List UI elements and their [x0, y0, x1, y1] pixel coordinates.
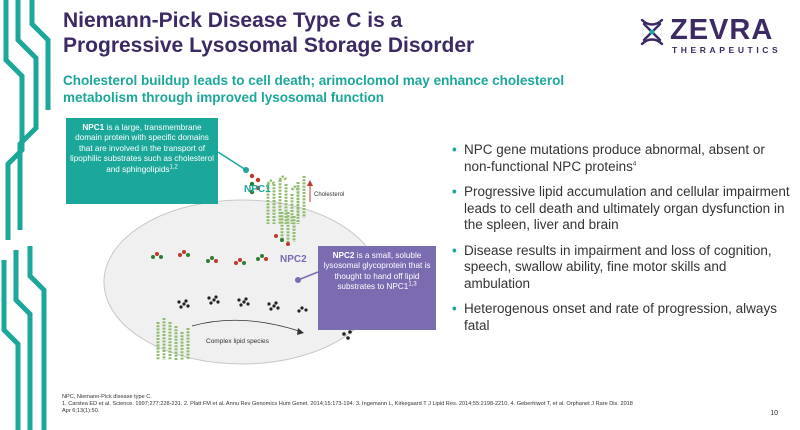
cholesterol-arrow-head [307, 180, 313, 186]
footnote-refs-line-1: 1. Carstea ED et al. Science. 1997;277:2… [62, 401, 633, 407]
label-npc2: NPC2 [280, 254, 307, 265]
bottom-membrane-protein [156, 318, 190, 360]
label-npc1: NPC1 [244, 184, 271, 195]
npc1-protein [266, 175, 306, 224]
side-decoration [1, 0, 51, 430]
bullet-text: NPC gene mutations produce abnormal, abs… [464, 142, 765, 174]
slide-title: Niemann-Pick Disease Type C is a Progres… [63, 8, 583, 58]
subtitle-line-1: Cholesterol buildup leads to cell death;… [63, 73, 565, 88]
bullet-text: Heterogenous onset and rate of progressi… [464, 301, 777, 333]
npc1-info-box: NPC1 is a large, transmembrane domain pr… [66, 118, 218, 204]
npc1-box-text: is a large, transmembrane domain protein… [70, 123, 214, 174]
bullet-text: Disease results in impairment and loss o… [464, 242, 772, 291]
npc2-info-box: NPC2 is a small, soluble lysosomal glyco… [318, 246, 436, 330]
slide-subtitle: Cholesterol buildup leads to cell death;… [63, 72, 663, 106]
npc2-box-text: is a small, soluble lysosomal glycoprote… [323, 251, 431, 292]
bullet-list: NPC gene mutations produce abnormal, abs… [452, 142, 792, 343]
npc1-connector-dot [243, 167, 249, 173]
npc2-protein-area [280, 212, 296, 242]
cell-diagram: NPC1 Cholesterol NPC2 [103, 151, 381, 365]
npc1-box-ref: 1,2 [169, 163, 178, 170]
zevra-logo-mark-icon [640, 18, 664, 46]
bullet-item: Heterogenous onset and rate of progressi… [452, 301, 792, 334]
npc1-box-bold: NPC1 [82, 123, 105, 132]
footnotes: NPC, Niemann-Pick disease type C. 1. Car… [62, 394, 762, 415]
npc2-connector-line [297, 271, 319, 281]
complex-lipid-arrow [191, 319, 303, 333]
label-cholesterol: Cholesterol [314, 192, 344, 198]
npc2-box-ref: 1,3 [408, 281, 417, 288]
page-number: 10 [770, 410, 778, 417]
bullet-ref: 4 [632, 161, 637, 167]
npc1-connector-line [217, 151, 247, 171]
logo-wordmark: ZEVRA [670, 14, 774, 46]
exiting-lipids [342, 330, 352, 340]
label-complex-lipid: Complex lipid species [206, 338, 270, 345]
npc2-box-bold: NPC2 [332, 251, 355, 260]
zevra-logo: ZEVRA THERAPEUTICS [636, 14, 778, 58]
title-line-2: Progressive Lysosomal Storage Disorder [63, 34, 475, 57]
lipid-clusters-row2 [177, 295, 308, 313]
npc2-connector-dot [295, 277, 301, 283]
npc2-cluster [274, 234, 290, 246]
bullet-item: Progressive lipid accumulation and cellu… [452, 184, 792, 234]
complex-lipid-arrow-head [297, 328, 304, 335]
title-line-1: Niemann-Pick Disease Type C is a [63, 9, 403, 32]
footnote-refs-line-2: Apr 6;13(1):50. [62, 408, 100, 414]
bullet-item: NPC gene mutations produce abnormal, abs… [452, 142, 792, 175]
lipid-clusters-row1 [151, 250, 268, 265]
bullet-text: Progressive lipid accumulation and cellu… [464, 184, 790, 232]
bullet-item: Disease results in impairment and loss o… [452, 243, 792, 293]
footnote-abbrev: NPC, Niemann-Pick disease type C. [62, 394, 152, 400]
cholesterol-cluster [249, 173, 261, 195]
subtitle-line-2: metabolism through improved lysosomal fu… [63, 90, 385, 105]
logo-tagline: THERAPEUTICS [672, 45, 782, 55]
